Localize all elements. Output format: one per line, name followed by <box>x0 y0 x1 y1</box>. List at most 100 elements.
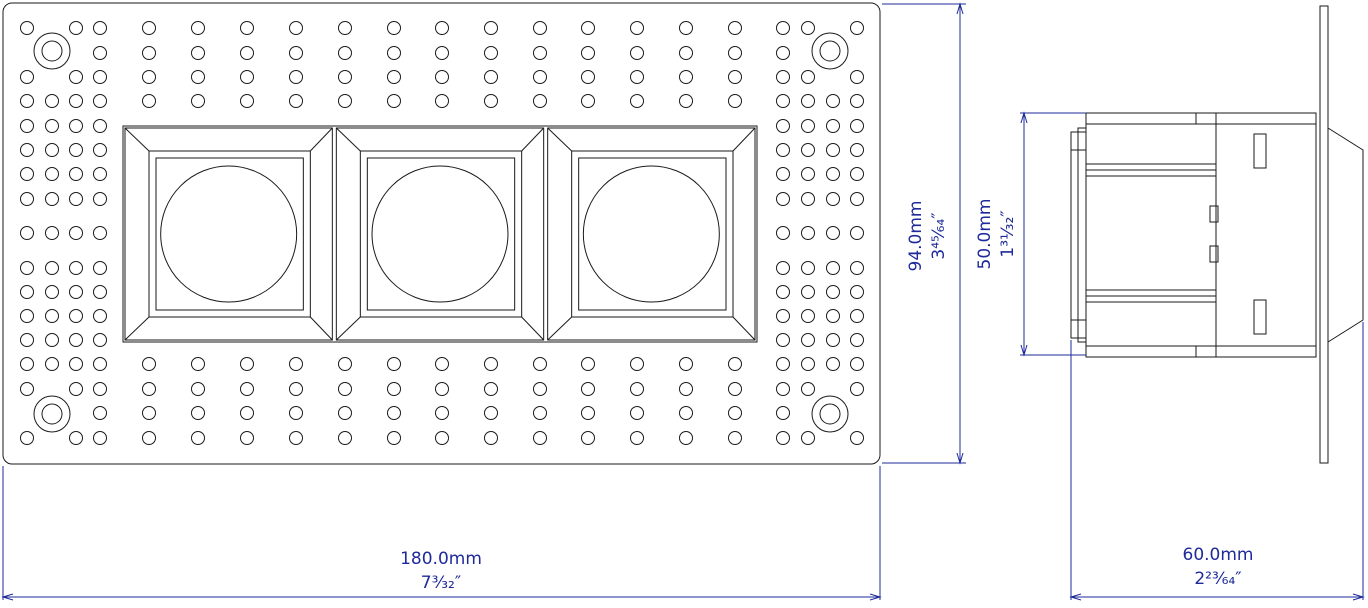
vent-hole <box>142 94 156 108</box>
vent-hole <box>850 309 864 323</box>
side-housing <box>1085 112 1317 358</box>
vent-hole <box>679 70 693 84</box>
vent-hole <box>93 382 107 396</box>
vent-hole <box>69 357 83 371</box>
vent-hole <box>387 382 401 396</box>
width-metric-label: 180.0mm <box>400 549 482 569</box>
vent-hole <box>581 21 595 35</box>
vent-hole <box>679 46 693 60</box>
vent-hole <box>728 70 742 84</box>
width-arrow-left <box>1 593 14 601</box>
vent-hole <box>801 94 815 108</box>
vent-hole <box>776 143 790 157</box>
bevel-line <box>521 127 545 152</box>
vent-hole <box>289 46 303 60</box>
side-flange-bevel <box>1327 127 1364 343</box>
bevel-line <box>309 127 333 152</box>
lamp-frame-outer <box>122 125 758 343</box>
vent-hole-grid <box>20 21 864 445</box>
vent-hole <box>801 357 815 371</box>
vent-hole <box>45 94 59 108</box>
vent-hole <box>93 21 107 35</box>
vent-hole <box>45 333 59 347</box>
vent-hole <box>581 94 595 108</box>
vent-hole <box>484 46 498 60</box>
vent-hole <box>93 406 107 420</box>
vent-hole <box>679 21 693 35</box>
bevel-line <box>521 316 545 341</box>
vent-hole <box>776 285 790 299</box>
lamp-module <box>124 127 333 341</box>
depth-imperial-label: 2²³⁄₆₄″ <box>1194 569 1241 589</box>
vent-hole <box>630 21 644 35</box>
vent-hole <box>240 431 254 445</box>
vent-hole <box>69 226 83 240</box>
vent-hole <box>93 119 107 133</box>
vent-hole <box>776 167 790 181</box>
vent-hole <box>581 431 595 445</box>
vent-hole <box>484 94 498 108</box>
vent-hole <box>776 261 790 275</box>
vent-hole <box>776 94 790 108</box>
vent-hole <box>387 406 401 420</box>
vent-hole <box>826 333 840 347</box>
vent-hole <box>728 357 742 371</box>
vent-hole <box>801 192 815 206</box>
vent-hole <box>338 21 352 35</box>
vent-hole <box>387 46 401 60</box>
width-arrow-right <box>869 593 882 601</box>
vent-hole <box>240 21 254 35</box>
depth-metric-label: 60.0mm <box>1183 545 1254 565</box>
vent-hole <box>45 119 59 133</box>
vent-hole <box>484 21 498 35</box>
side-height-arrow-bottom <box>1020 344 1028 357</box>
vent-hole <box>93 309 107 323</box>
vent-hole <box>484 406 498 420</box>
vent-hole <box>240 46 254 60</box>
vent-hole <box>850 261 864 275</box>
vent-hole <box>93 333 107 347</box>
bevel-line <box>124 316 150 341</box>
vent-hole <box>850 226 864 240</box>
vent-hole <box>581 46 595 60</box>
vent-hole <box>387 431 401 445</box>
vent-hole <box>801 261 815 275</box>
vent-hole <box>850 333 864 347</box>
mounting-hole <box>33 395 71 433</box>
vent-hole <box>69 309 83 323</box>
lamp-recess-inner <box>578 157 727 311</box>
vent-hole <box>69 431 83 445</box>
vent-hole <box>20 226 34 240</box>
vent-hole <box>850 70 864 84</box>
vent-hole <box>93 70 107 84</box>
height-arrow-top <box>956 2 964 15</box>
vent-hole <box>289 406 303 420</box>
vent-hole <box>630 94 644 108</box>
vent-hole <box>850 285 864 299</box>
bevel-line <box>547 316 573 341</box>
vent-hole <box>850 94 864 108</box>
vent-hole <box>581 357 595 371</box>
lamp-bezel <box>335 127 545 341</box>
vent-hole <box>20 333 34 347</box>
vent-hole <box>93 357 107 371</box>
lamp-recess <box>359 150 523 318</box>
vent-hole <box>240 70 254 84</box>
height-imperial-label: 3⁴⁵⁄₆₄″ <box>929 212 949 259</box>
vent-hole <box>850 192 864 206</box>
vent-hole <box>142 21 156 35</box>
vent-hole <box>581 382 595 396</box>
vent-hole <box>20 167 34 181</box>
side-clip-bottom <box>1253 299 1267 335</box>
vent-hole <box>728 382 742 396</box>
vent-hole <box>679 382 693 396</box>
vent-hole <box>826 357 840 371</box>
vent-hole <box>801 226 815 240</box>
mounting-hole <box>811 32 849 70</box>
width-imperial-label: 7³⁄₃₂″ <box>421 573 461 593</box>
side-connector-1 <box>1209 205 1219 223</box>
bevel-line <box>335 127 361 152</box>
vent-hole <box>69 94 83 108</box>
lamp-lens <box>371 165 509 303</box>
